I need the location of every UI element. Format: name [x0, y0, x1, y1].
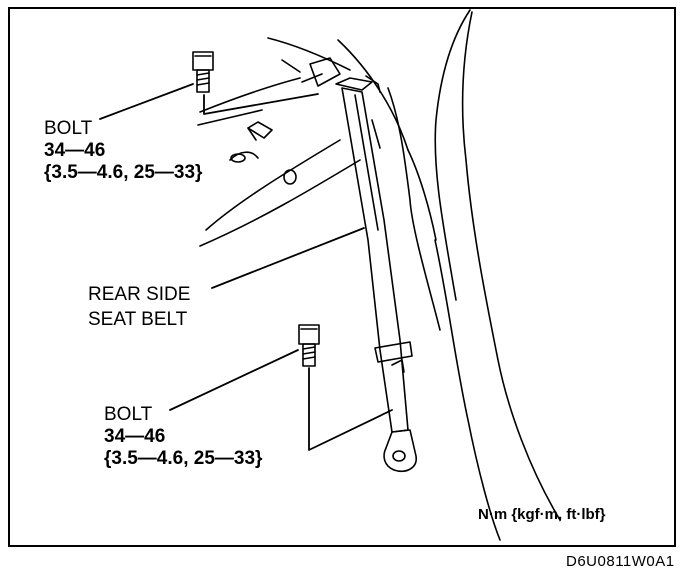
lower-anchor — [383, 429, 417, 472]
bolt-bottom-label: BOLT — [104, 404, 153, 425]
leader-lines — [99, 83, 393, 451]
bolt-top-icon — [192, 51, 214, 93]
units-note: N·m {kgf·m, ft·lbf} — [478, 506, 606, 523]
bolt-bottom-torque-nm: 34—46 — [104, 426, 166, 447]
seat-belt-callout: REAR SIDE SEAT BELT — [88, 282, 190, 332]
body-panel — [197, 9, 561, 541]
seat-belt-label-line2: SEAT BELT — [88, 309, 188, 330]
bolt-bottom-callout: BOLT 34—46 {3.5—4.6, 25—33} — [104, 404, 262, 470]
bolt-bottom-torque-alt: {3.5—4.6, 25—33} — [104, 448, 263, 469]
seat-belt-label-line1: REAR SIDE — [88, 284, 191, 305]
diagram-frame — [8, 7, 676, 547]
bolt-top-torque-alt: {3.5—4.6, 25—33} — [44, 162, 203, 183]
bolt-top-label: BOLT — [44, 118, 93, 139]
bolt-bottom-icon — [298, 324, 320, 367]
bolt-top-torque-nm: 34—46 — [44, 140, 106, 161]
figure-code: D6U0811W0A1 — [566, 553, 675, 570]
bolt-top-callout: BOLT 34—46 {3.5—4.6, 25—33} — [44, 118, 202, 184]
